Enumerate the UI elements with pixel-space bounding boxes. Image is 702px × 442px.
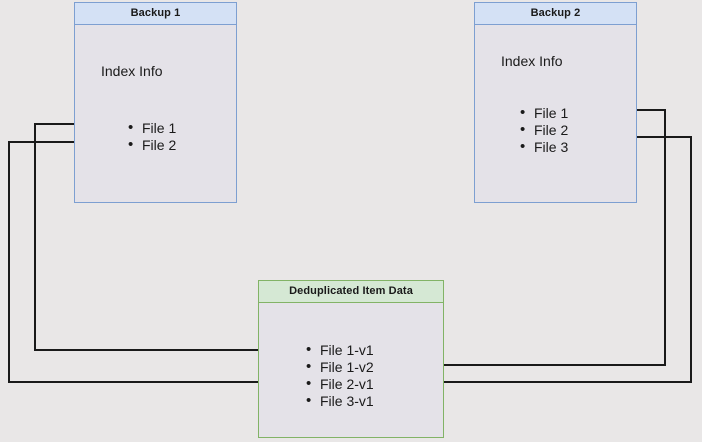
backup2-file-label: File 3 [534, 139, 569, 155]
list-item[interactable]: File 2-v1 [305, 375, 374, 393]
dedup-item-label: File 1-v2 [320, 359, 374, 375]
backup2-header: Backup 2 [475, 3, 636, 25]
backup2-file-label: File 1 [534, 105, 569, 121]
dedup-item-label: File 1-v1 [320, 342, 374, 358]
list-item[interactable]: File 1-v1 [305, 341, 374, 359]
list-item[interactable]: File 1-v2 [305, 358, 374, 376]
backup2-file-label: File 2 [534, 122, 569, 138]
dedup-item-label: File 2-v1 [320, 376, 374, 392]
backup1-index-info-label: Index Info [101, 63, 163, 79]
backup2-index-info-label: Index Info [501, 53, 563, 69]
dedup-item-label: File 3-v1 [320, 393, 374, 409]
list-item[interactable]: File 2 [127, 136, 177, 154]
dedup-item-list: File 1-v1 File 1-v2 File 2-v1 File 3-v1 [305, 341, 374, 410]
backup1-box[interactable]: Backup 1 Index Info File 1 File 2 [74, 2, 237, 203]
backup1-header: Backup 1 [75, 3, 236, 25]
list-item[interactable]: File 2 [519, 121, 569, 139]
dedup-box[interactable]: Deduplicated Item Data File 1-v1 File 1-… [258, 280, 444, 438]
backup2-box[interactable]: Backup 2 Index Info File 1 File 2 File 3 [474, 2, 637, 203]
backup1-file-label: File 2 [142, 137, 177, 153]
list-item[interactable]: File 1 [519, 104, 569, 122]
list-item[interactable]: File 3 [519, 138, 569, 156]
dedup-header: Deduplicated Item Data [259, 281, 443, 303]
backup2-title: Backup 2 [530, 7, 581, 19]
dedup-title: Deduplicated Item Data [289, 285, 413, 297]
list-item[interactable]: File 1 [127, 119, 177, 137]
backup2-file-list: File 1 File 2 File 3 [519, 104, 569, 156]
backup1-file-label: File 1 [142, 120, 177, 136]
backup1-title: Backup 1 [130, 7, 181, 19]
list-item[interactable]: File 3-v1 [305, 392, 374, 410]
backup1-file-list: File 1 File 2 [127, 119, 177, 154]
